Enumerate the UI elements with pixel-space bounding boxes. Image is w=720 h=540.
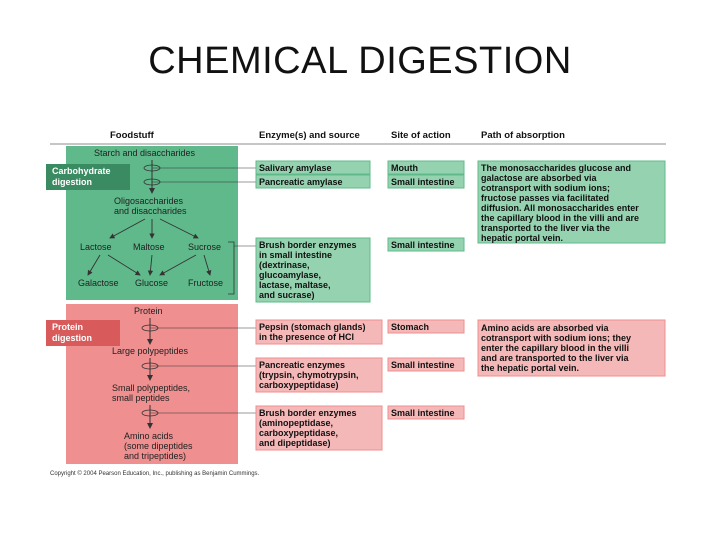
lactose-label: Lactose bbox=[80, 242, 112, 252]
protein-abs-line2: cotransport with sodium ions; they bbox=[481, 333, 631, 343]
carb-label-line2: digestion bbox=[52, 177, 92, 187]
site-stomach-text: Stomach bbox=[391, 322, 429, 332]
protein-absorption-text: Amino acids are absorbed via cotransport… bbox=[481, 323, 631, 373]
carb-abs-line6: the capillary blood in the villi and are bbox=[481, 213, 639, 223]
small-poly-line1: Small polypeptides, bbox=[112, 383, 190, 393]
carb-abs-line1: The monosaccharides glucose and bbox=[481, 163, 631, 173]
oligo-label-line1: Oligosaccharides bbox=[114, 196, 184, 206]
header-enzyme: Enzyme(s) and source bbox=[259, 130, 360, 141]
amino-line1: Amino acids bbox=[124, 431, 174, 441]
brush-carb-line2: in small intestine bbox=[259, 250, 332, 260]
slide-title: CHEMICAL DIGESTION bbox=[148, 40, 572, 82]
brush-border-protein-box bbox=[255, 405, 383, 451]
site-small-intestine-text-1: Small intestine bbox=[391, 177, 455, 187]
sucrose-glucose-arrow bbox=[159, 254, 197, 276]
brush-border-carb-box bbox=[255, 237, 371, 303]
pepsin-line1: Pepsin (stomach glands) bbox=[259, 322, 366, 332]
lactose-glucose-arrow bbox=[107, 254, 141, 276]
brush-protein-line4: and dipeptidase) bbox=[259, 438, 331, 448]
large-polypeptides-label: Large polypeptides bbox=[112, 346, 189, 356]
brush-carb-line1: Brush border enzymes bbox=[259, 240, 357, 250]
carb-abs-line5: diffusion. All monosaccharides enter bbox=[481, 203, 639, 213]
salivary-amylase-text: Salivary amylase bbox=[259, 163, 332, 173]
site-small-intestine-box-3 bbox=[387, 357, 465, 372]
pancreatic-enzymes-line2: (trypsin, chymotrypsin, bbox=[259, 370, 359, 380]
branch-sucrose-arrow bbox=[159, 218, 199, 239]
carb-abs-line2: galactose are absorbed via bbox=[481, 173, 598, 183]
carb-label-line1: Carbohydrate bbox=[52, 166, 111, 176]
brush-carb-line6: and sucrase) bbox=[259, 290, 315, 300]
site-mouth-box bbox=[387, 160, 465, 175]
carb-abs-line7: transported to the liver via the bbox=[481, 223, 610, 233]
brush-border-bracket bbox=[228, 241, 235, 295]
glucose-label: Glucose bbox=[135, 278, 168, 288]
maltose-glucose-arrow bbox=[147, 254, 154, 276]
site-small-intestine-box-1 bbox=[387, 174, 465, 189]
starch-label: Starch and disaccharides bbox=[94, 148, 196, 158]
amino-line3: and tripeptides) bbox=[124, 451, 186, 461]
brush-protein-line2: (aminopeptidase, bbox=[259, 418, 333, 428]
header-site: Site of action bbox=[391, 130, 451, 141]
header-path: Path of absorption bbox=[481, 130, 565, 141]
pepsin-box bbox=[255, 319, 383, 345]
site-stomach-box bbox=[387, 319, 465, 334]
salivary-amylase-box bbox=[255, 160, 371, 175]
protein-abs-line4: and are transported to the liver via bbox=[481, 353, 630, 363]
site-small-intestine-box-4 bbox=[387, 405, 465, 420]
protein-abs-line3: enter the capillary blood in the villi bbox=[481, 343, 629, 353]
header-foodstuff: Foodstuff bbox=[110, 130, 155, 141]
carb-abs-line8: hepatic portal vein. bbox=[481, 233, 563, 243]
pancreatic-amylase-box bbox=[255, 174, 371, 189]
protein-label-line1: Protein bbox=[52, 322, 83, 332]
maltose-label: Maltose bbox=[133, 242, 165, 252]
fructose-label: Fructose bbox=[188, 278, 223, 288]
protein-label: Protein bbox=[134, 306, 163, 316]
carb-absorption-box bbox=[477, 160, 666, 244]
site-small-intestine-text-2: Small intestine bbox=[391, 240, 455, 250]
carb-abs-line4: fructose passes via facilitated bbox=[481, 193, 609, 203]
brush-protein-line1: Brush border enzymes bbox=[259, 408, 357, 418]
pancreatic-enzymes-line1: Pancreatic enzymes bbox=[259, 360, 345, 370]
branch-lactose-arrow bbox=[109, 218, 146, 239]
galactose-label: Galactose bbox=[78, 278, 119, 288]
brush-protein-line3: carboxypeptidase, bbox=[259, 428, 338, 438]
carb-abs-line3: cotransport with sodium ions; bbox=[481, 183, 610, 193]
site-mouth-text: Mouth bbox=[391, 163, 418, 173]
site-small-intestine-text-4: Small intestine bbox=[391, 408, 455, 418]
protein-label-line2: digestion bbox=[52, 333, 92, 343]
protein-section-label-box bbox=[46, 320, 120, 346]
pepsin-line2: in the presence of HCl bbox=[259, 332, 354, 342]
carb-section-label-box bbox=[46, 164, 130, 190]
pancreatic-enzymes-line3: carboxypeptidase) bbox=[259, 380, 339, 390]
brush-carb-line5: lactase, maltase, bbox=[259, 280, 331, 290]
sucrose-label: Sucrose bbox=[188, 242, 221, 252]
brush-carb-line3: (dextrinase, bbox=[259, 260, 310, 270]
amino-line2: (some dipeptides bbox=[124, 441, 193, 451]
pancreatic-amylase-text: Pancreatic amylase bbox=[259, 177, 343, 187]
protein-abs-line5: the hepatic portal vein. bbox=[481, 363, 579, 373]
protein-absorption-box bbox=[477, 319, 666, 377]
sucrose-fructose-arrow bbox=[203, 254, 212, 276]
brush-carb-line4: glucoamylase, bbox=[259, 270, 321, 280]
copyright-text: Copyright © 2004 Pearson Education, Inc.… bbox=[50, 470, 260, 477]
oligo-label-line2: and disaccharides bbox=[114, 206, 187, 216]
lactose-galactose-arrow bbox=[87, 254, 101, 276]
carb-absorption-text: The monosaccharides glucose and galactos… bbox=[481, 163, 639, 243]
pancreatic-enzymes-box bbox=[255, 357, 383, 393]
site-small-intestine-box-2 bbox=[387, 237, 465, 252]
protein-abs-line1: Amino acids are absorbed via bbox=[481, 323, 610, 333]
small-poly-line2: small peptides bbox=[112, 393, 170, 403]
site-small-intestine-text-3: Small intestine bbox=[391, 360, 455, 370]
